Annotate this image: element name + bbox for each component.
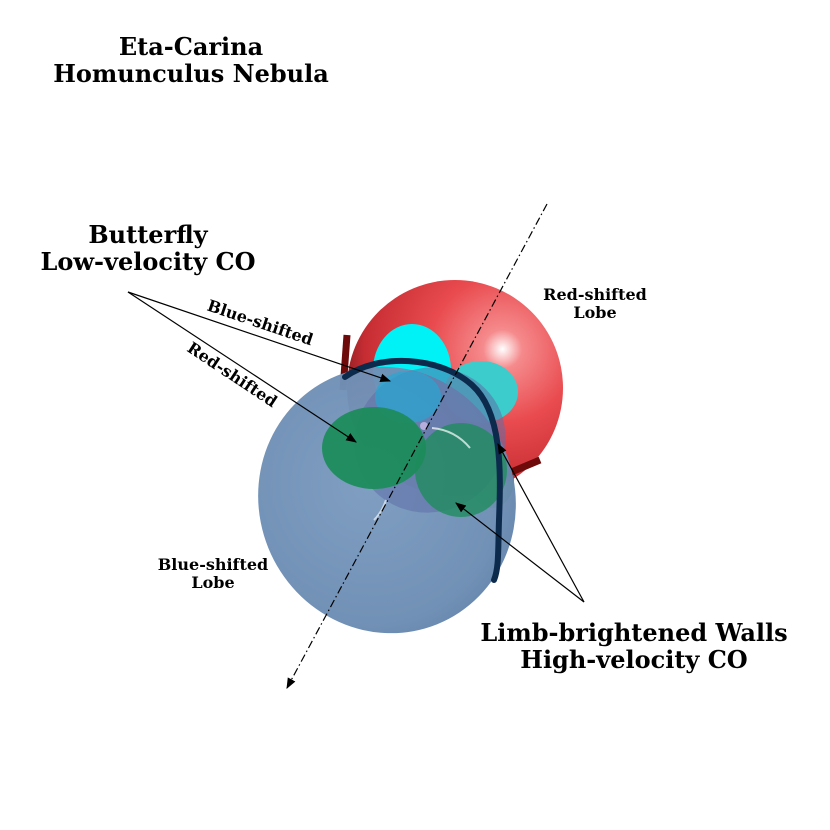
highlight-streak (431, 427, 471, 449)
red-lobe-label-line1: Red-shifted (543, 285, 647, 304)
limb-arrow-lower (455, 502, 585, 603)
limb-walls-label: Limb-brightened Walls High-velocity CO (466, 618, 802, 674)
butterfly-label: Butterfly Low-velocity CO (30, 220, 266, 276)
blue-shifted-lobe-label: Blue-shifted Lobe (146, 556, 280, 592)
limb-arrow-upper (497, 443, 585, 603)
title-line1: Eta-Carina (118, 32, 264, 61)
blue-lobe-pinch (373, 499, 387, 521)
butterfly-green-lobe-right (415, 423, 507, 517)
blue-lobe-label-line2: Lobe (191, 572, 235, 592)
limb-walls-label-line1: Limb-brightened Walls (480, 618, 788, 647)
butterfly-label-line1: Butterfly (88, 220, 208, 249)
red-shifted-lobe-label: Red-shifted Lobe (534, 286, 656, 322)
symmetry-axis (286, 203, 548, 689)
butterfly-blue-arrow (127, 291, 392, 382)
diagram-title: Eta-Carina Homunculus Nebula (40, 32, 342, 88)
butterfly-green-lobe-left (322, 407, 426, 489)
limb-wall-blue (342, 357, 503, 583)
red-lobe-label-line2: Lobe (573, 302, 617, 322)
title-line2: Homunculus Nebula (53, 58, 329, 88)
butterfly-red-arrow (127, 291, 357, 443)
limb-walls-label-line2: High-velocity CO (520, 644, 748, 674)
butterfly-label-line2: Low-velocity CO (40, 246, 256, 276)
blue-lobe-label-line1: Blue-shifted (157, 555, 269, 574)
